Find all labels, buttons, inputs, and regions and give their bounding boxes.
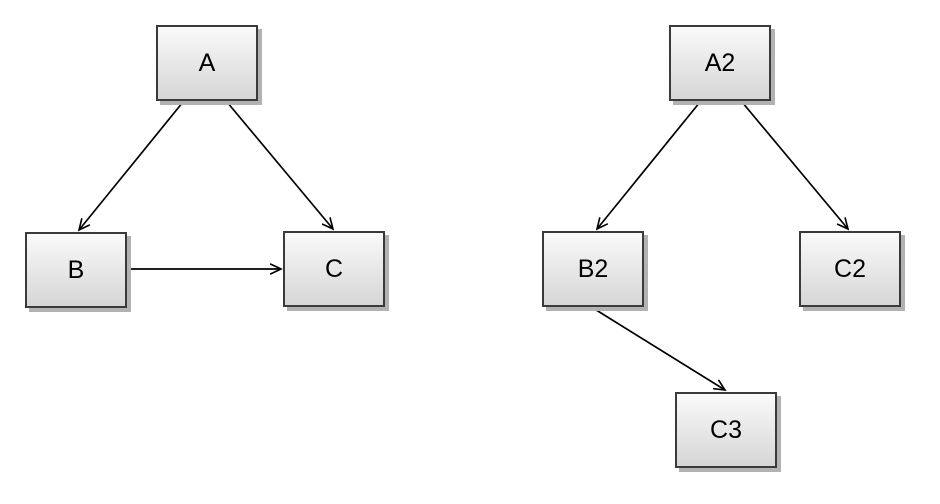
node-label: C3 [710, 415, 742, 444]
node-label: C2 [834, 254, 866, 283]
node-A[interactable]: A [156, 25, 258, 101]
node-label: A [198, 48, 216, 77]
node-label: A2 [704, 48, 736, 77]
edge-B2-C3 [592, 307, 725, 390]
node-A2[interactable]: A2 [669, 25, 771, 101]
node-B2[interactable]: B2 [542, 231, 644, 307]
node-label: C [324, 254, 344, 283]
node-B[interactable]: B [25, 232, 127, 308]
node-C3[interactable]: C3 [675, 392, 777, 468]
node-C2[interactable]: C2 [799, 231, 901, 307]
edge-A2-C2 [741, 101, 848, 229]
edge-A2-B2 [597, 101, 701, 229]
edge-A-B [79, 101, 184, 230]
node-label: B2 [577, 254, 609, 283]
node-C[interactable]: C [283, 231, 385, 307]
node-label: B [67, 255, 85, 284]
edge-A-C [226, 101, 333, 229]
